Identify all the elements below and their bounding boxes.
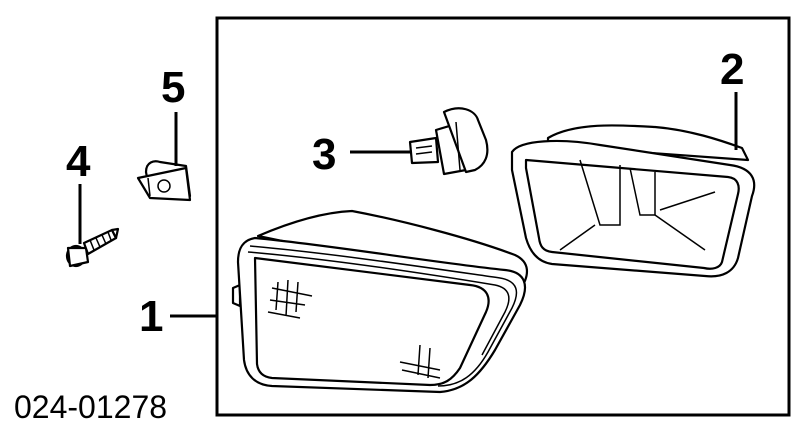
callout-5: 5 bbox=[161, 63, 185, 112]
fog-lamp-lens bbox=[231, 209, 528, 394]
part-number: 024-01278 bbox=[14, 389, 167, 425]
assembly-frame bbox=[215, 16, 791, 417]
screw bbox=[65, 227, 120, 268]
callout-2: 2 bbox=[720, 45, 744, 94]
callout-4: 4 bbox=[66, 137, 91, 186]
fog-lamp-housing bbox=[510, 124, 756, 278]
callout-1: 1 bbox=[139, 292, 163, 341]
callout-3: 3 bbox=[312, 130, 336, 179]
bulb bbox=[408, 107, 489, 176]
clip bbox=[136, 160, 192, 202]
